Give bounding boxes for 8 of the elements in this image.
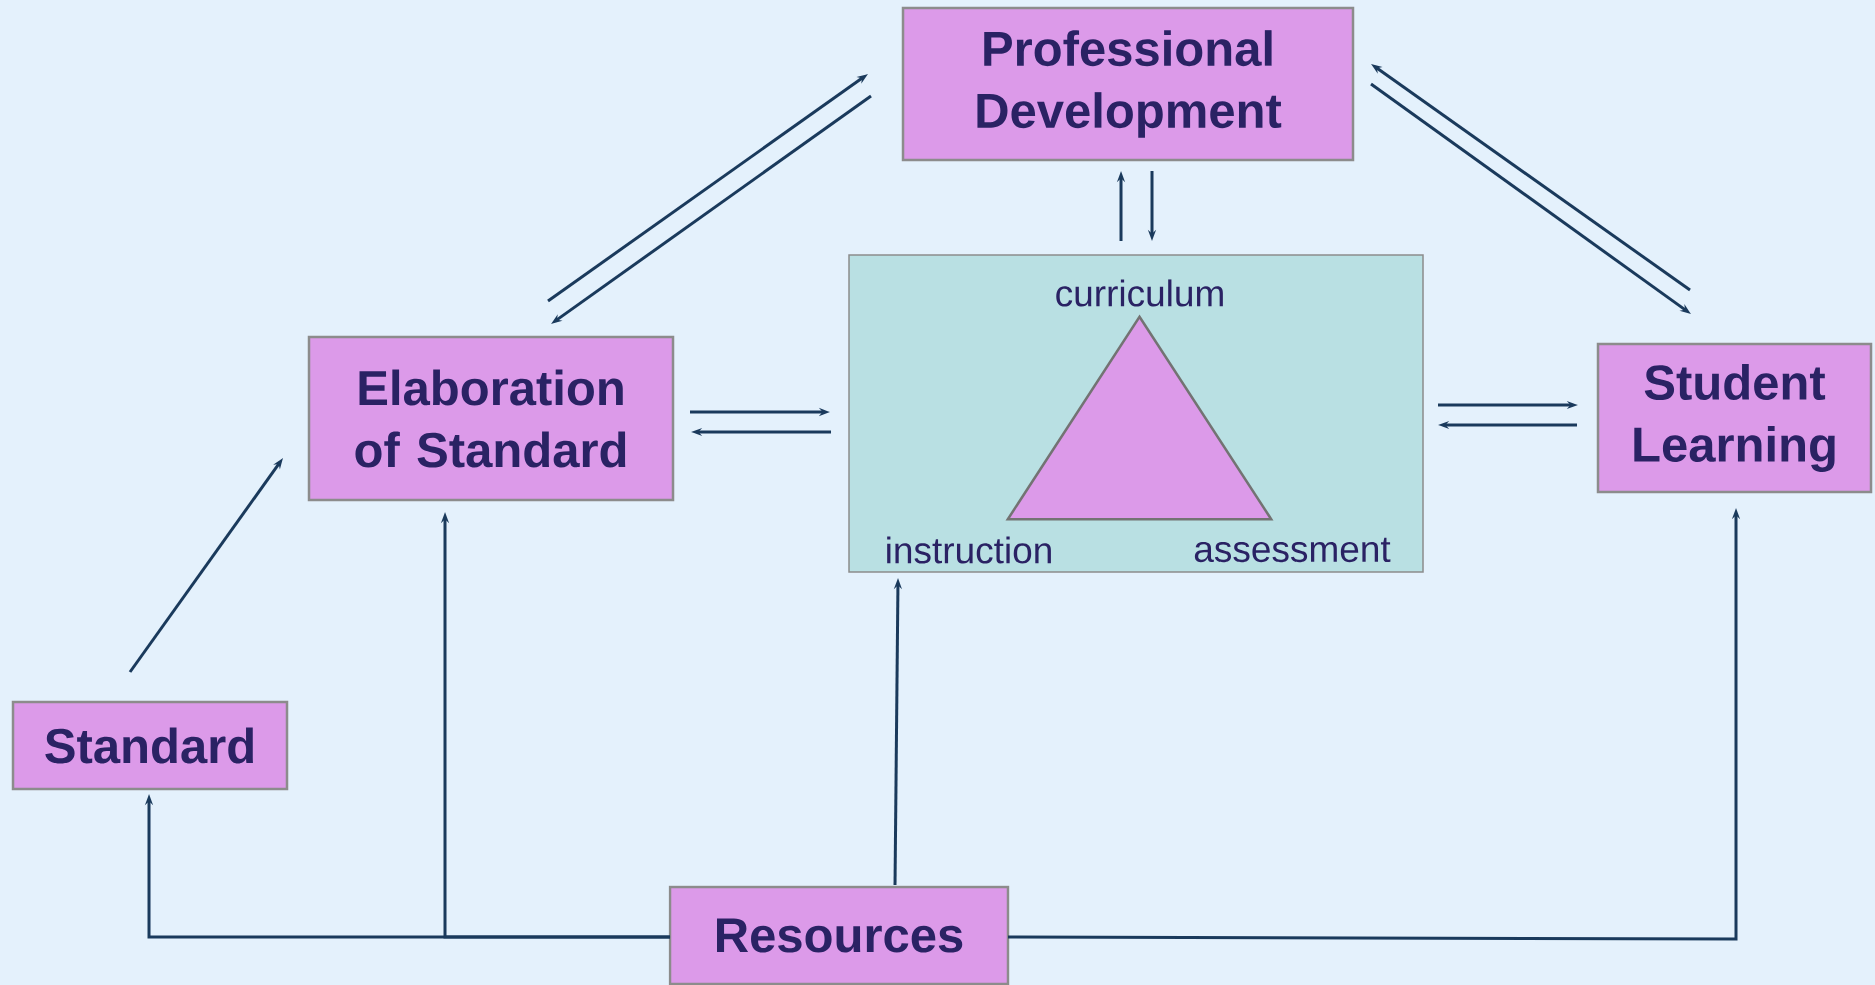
process-box: Resources bbox=[668, 885, 1010, 985]
corner-label: instruction bbox=[887, 536, 1051, 564]
process-box: Student Learning bbox=[1596, 342, 1873, 494]
process-box: Professional Development bbox=[901, 6, 1355, 162]
corner-label: assessment bbox=[1194, 537, 1391, 563]
corner-label: curriculum bbox=[1056, 279, 1223, 307]
process-box: Elaboration of Standard bbox=[307, 335, 675, 502]
process-box: Standard bbox=[11, 700, 289, 791]
